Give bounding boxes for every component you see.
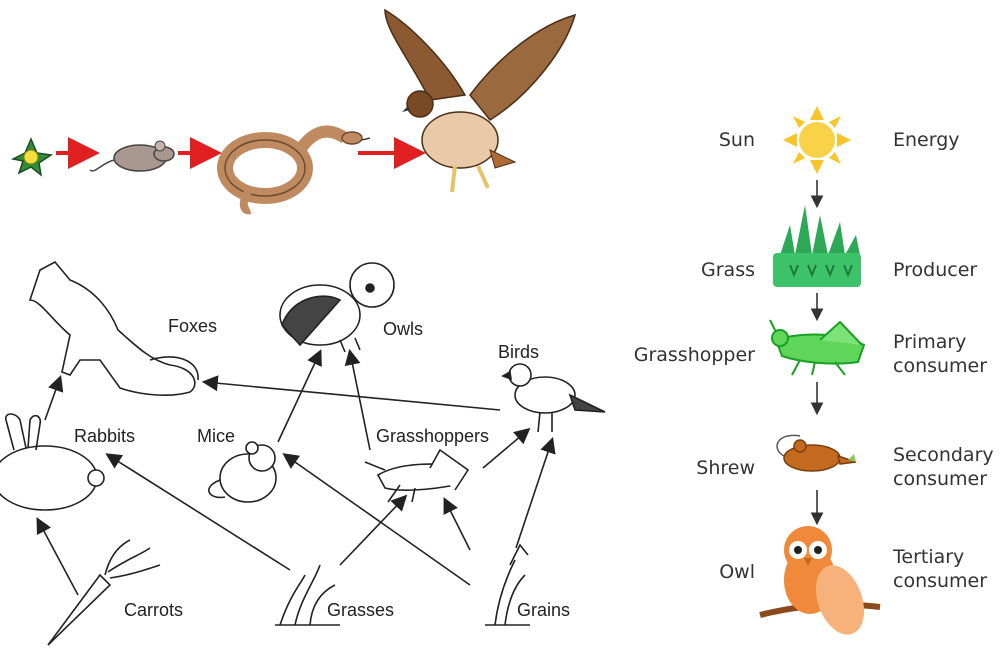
label-foxes: Foxes [168, 316, 217, 337]
organism-grass: Grass [701, 258, 755, 282]
label-carrots: Carrots [124, 600, 183, 621]
role-tertiary-line2: consumer [893, 569, 1000, 593]
role-producer: Producer [893, 258, 977, 282]
role-primary-consumer: Primary consumer [893, 330, 1000, 378]
shrew-icon [777, 435, 856, 471]
food-web-arrows [38, 352, 552, 595]
role-tertiary-consumer: Tertiary consumer [893, 545, 1000, 593]
role-secondary-line1: Secondary [893, 443, 1000, 467]
owl-bw-icon [280, 263, 394, 352]
sun-icon [783, 106, 851, 174]
label-birds: Birds [498, 342, 539, 363]
mouse-icon [90, 141, 174, 171]
grasshopper-bw-icon [365, 450, 468, 502]
role-primary-line2: consumer [893, 354, 1000, 378]
label-grasses: Grasses [327, 600, 394, 621]
role-energy: Energy [893, 128, 960, 152]
simple-food-chain [13, 10, 575, 210]
label-rabbits: Rabbits [74, 426, 135, 447]
owl-icon [760, 526, 880, 641]
label-grasshoppers: Grasshoppers [376, 426, 489, 447]
bird-icon [503, 364, 605, 432]
role-primary-line1: Primary [893, 330, 1000, 354]
flower-icon [13, 139, 51, 175]
organism-owl: Owl [719, 560, 755, 584]
grass-icon [773, 205, 861, 287]
mouse-bw-icon [209, 442, 276, 502]
label-mice: Mice [197, 426, 235, 447]
role-secondary-line2: consumer [893, 467, 1000, 491]
label-grains: Grains [517, 600, 570, 621]
role-secondary-consumer: Secondary consumer [893, 443, 1000, 491]
snake-icon [225, 132, 370, 211]
role-tertiary-line1: Tertiary [893, 545, 1000, 569]
carrot-icon [48, 540, 160, 645]
label-owls: Owls [383, 319, 423, 340]
organism-shrew: Shrew [696, 456, 755, 480]
organism-sun: Sun [719, 128, 755, 152]
organism-grasshopper: Grasshopper [634, 343, 755, 367]
energy-chain [760, 106, 880, 641]
food-web [0, 262, 605, 645]
grasshopper-icon [770, 320, 864, 375]
hawk-icon [385, 10, 575, 192]
